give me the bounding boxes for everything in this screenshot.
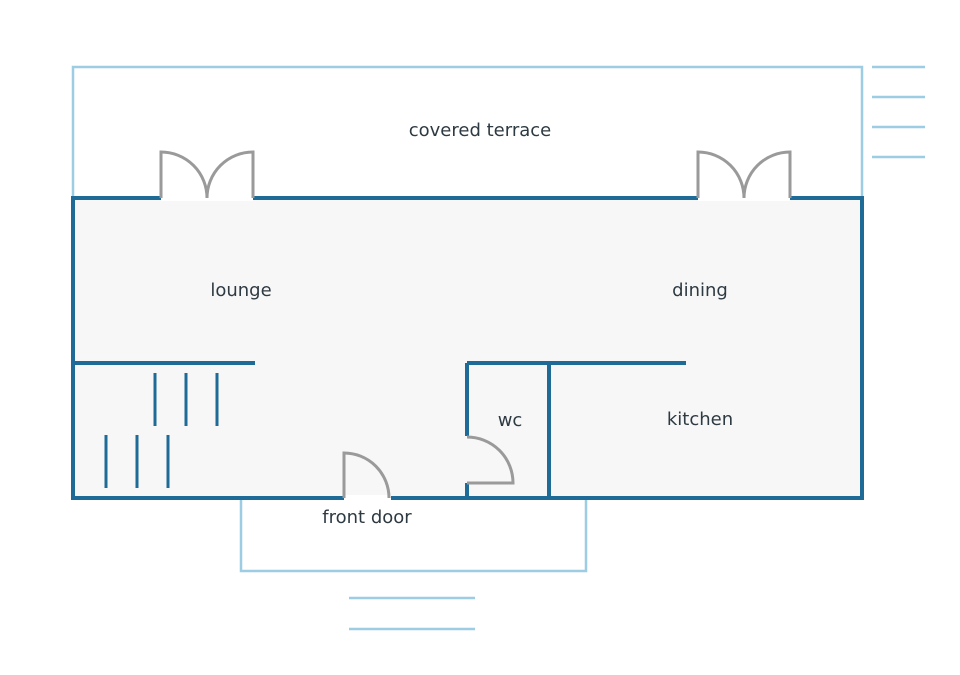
terrace-double-door-left[interactable] xyxy=(159,150,255,201)
staircase xyxy=(104,373,219,488)
wc-label: wc xyxy=(498,410,523,431)
dining-label: dining xyxy=(672,280,728,301)
lounge-label: lounge xyxy=(210,280,271,301)
wc-door[interactable] xyxy=(464,435,515,485)
front-door[interactable] xyxy=(342,451,391,501)
kitchen-label: kitchen xyxy=(667,409,733,430)
interior-walls xyxy=(73,361,686,498)
front-door-label: front door xyxy=(322,507,412,528)
porch-outline xyxy=(239,498,588,573)
terrace-steps xyxy=(872,65,925,159)
terrace-double-door-right[interactable] xyxy=(696,150,792,201)
covered-terrace-label: covered terrace xyxy=(409,120,551,141)
porch-steps xyxy=(349,596,475,631)
